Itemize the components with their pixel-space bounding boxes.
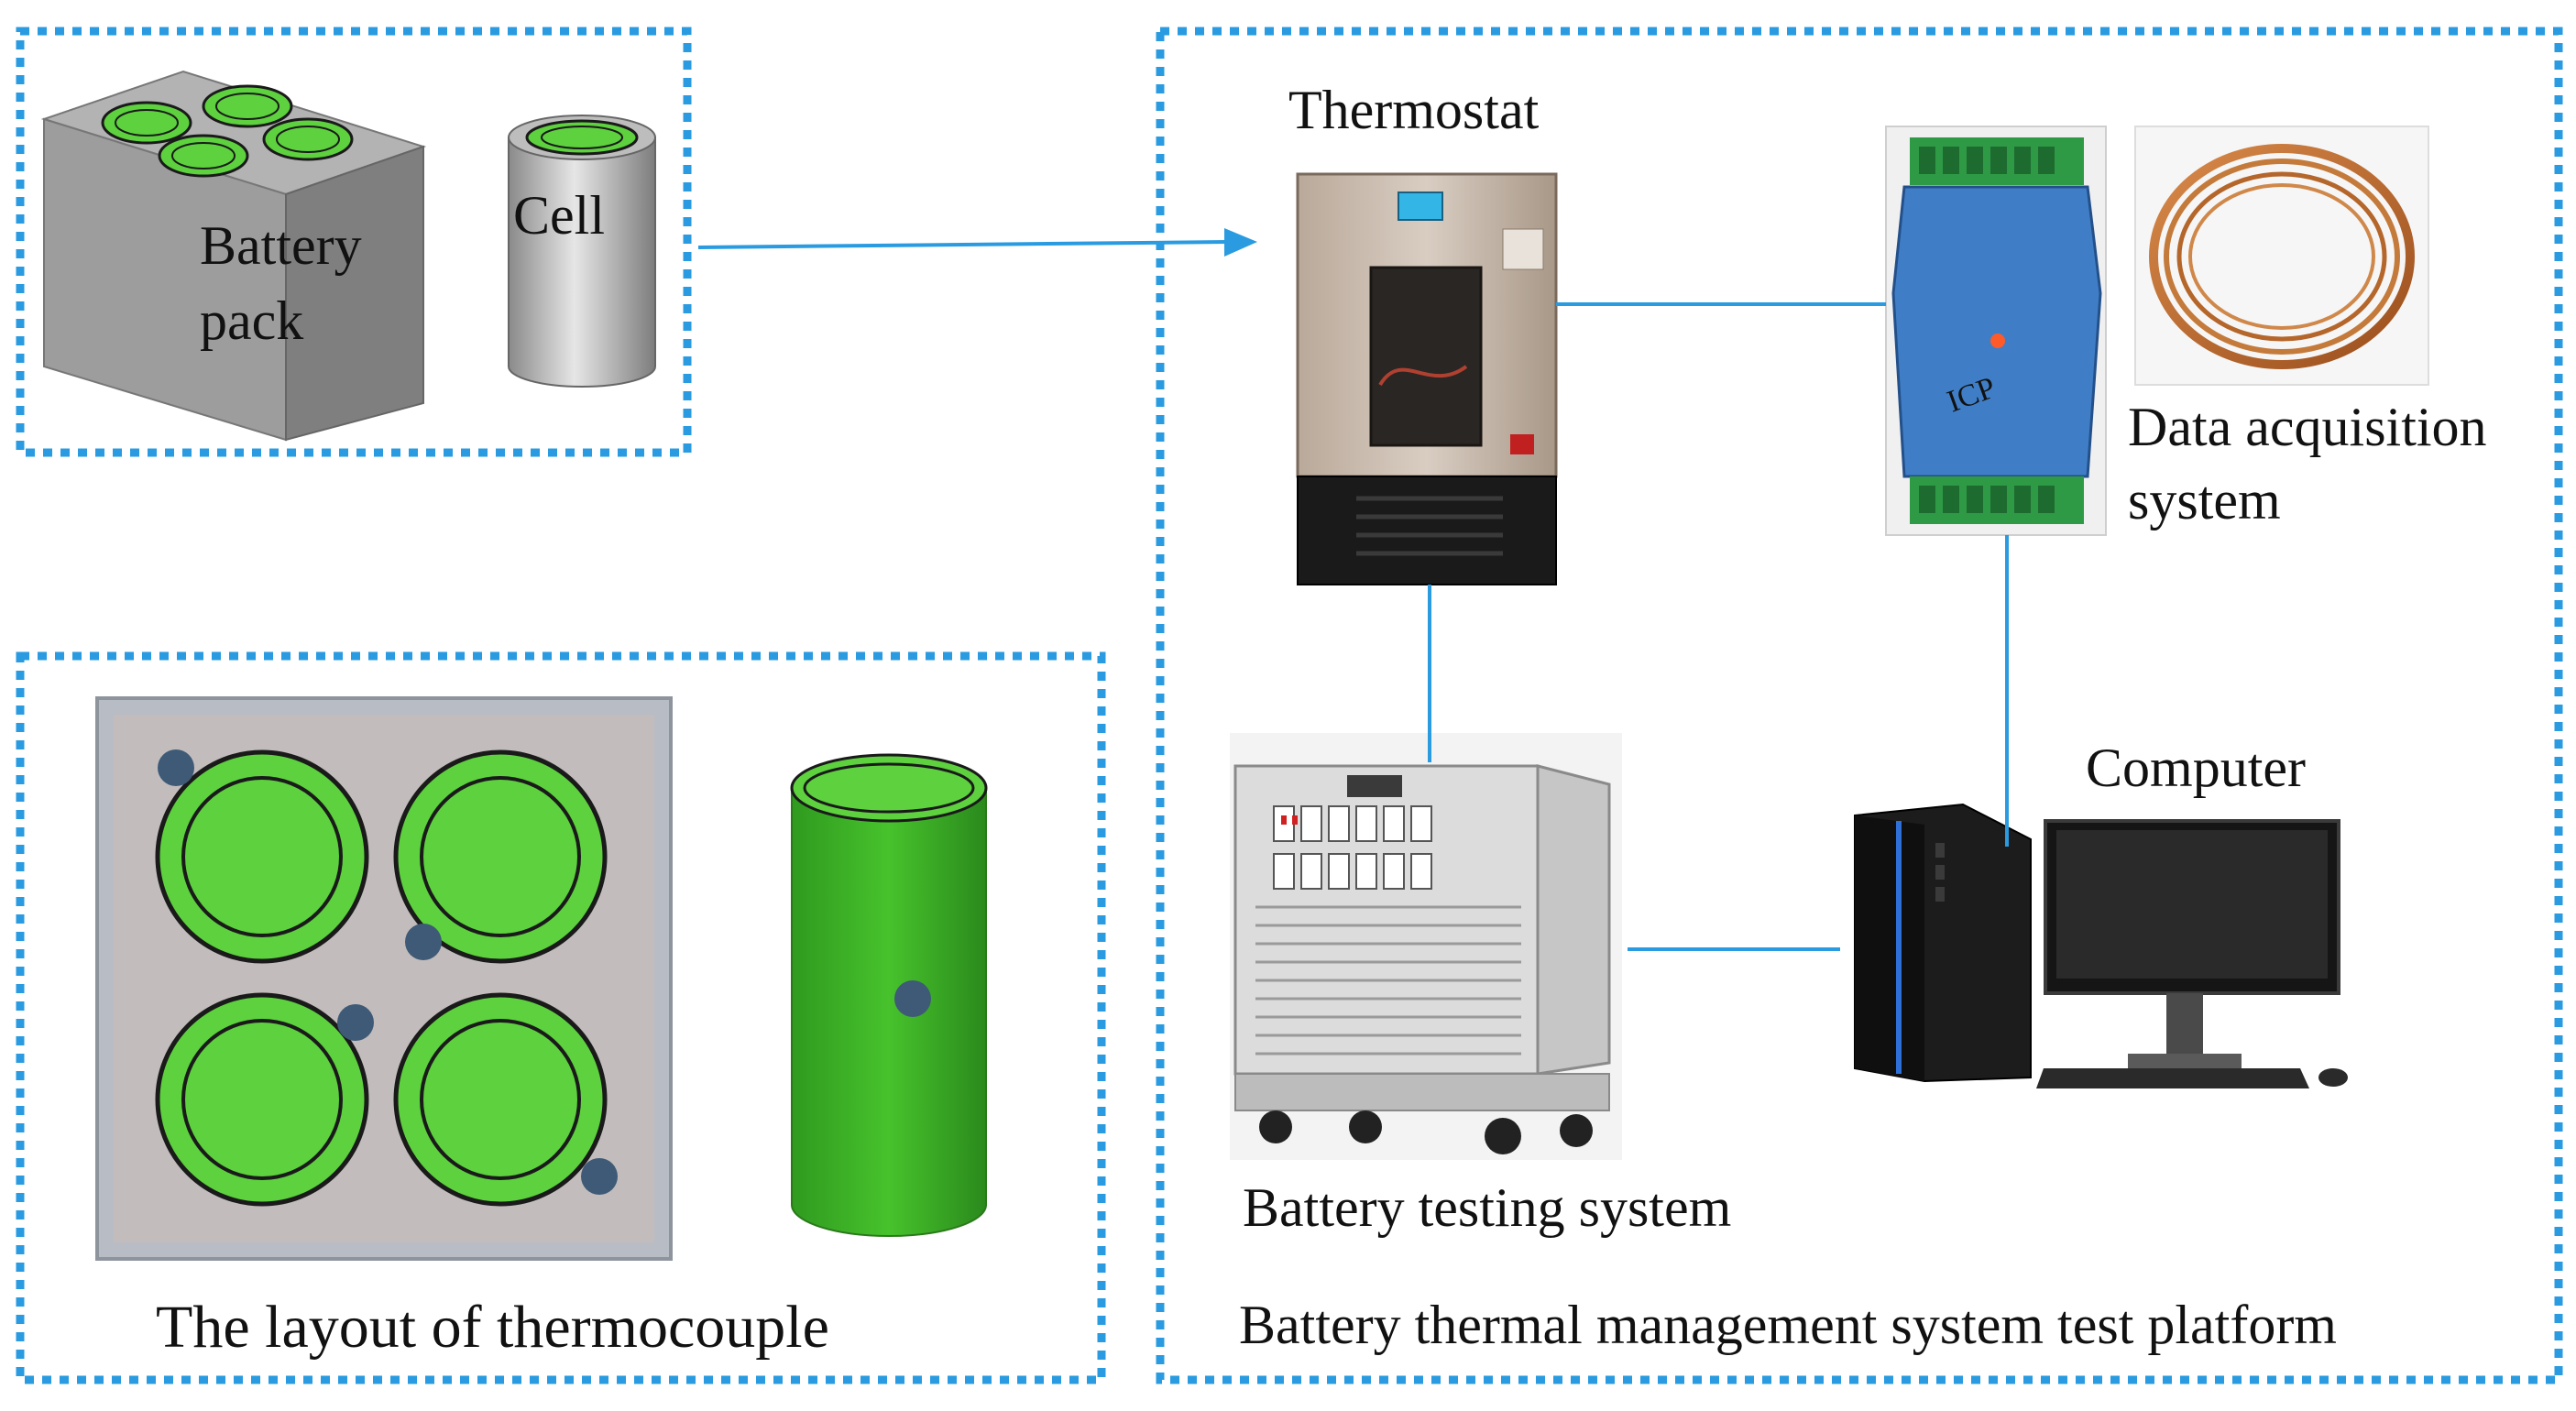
computer-monitor-icon [2044,819,2340,1068]
pack-top-cells [101,84,354,178]
daq-module-icon: ICP [1885,126,2107,536]
battery-tester-icon [1230,733,1622,1160]
computer-label: Computer [2086,738,2306,798]
battery-pack-label-line1: Battery [200,215,362,276]
battery-pack-label-line2: pack [200,290,303,351]
battery-pack-box: Battery pack [40,70,427,442]
frame-thermocouple-layout [16,651,1106,1384]
daq-label-line1: Data acquisition [2128,397,2487,457]
frame-battery-models [16,27,692,457]
thermostat-icon [1296,172,1558,585]
thermocouple-point-side [894,980,931,1017]
frame-test-platform [1156,27,2563,1384]
thermocouple-point-4 [581,1158,618,1195]
cell-label: Cell [513,185,605,246]
topview-cell-3 [155,992,369,1207]
topview-cell-4 [393,992,608,1207]
keyboard-mouse-icon [2036,1068,2348,1088]
thermocouple-point-3 [337,1004,374,1041]
thermocouple-wire-icon [2134,126,2429,386]
thermocouple-topview-pack [95,696,673,1261]
thermocouple-cell-cylinder [790,753,988,1237]
battery-testing-label: Battery testing system [1243,1177,1731,1238]
thermocouple-point-2 [405,924,442,960]
thermocouple-layout-caption: The layout of thermocouple [156,1294,829,1361]
daq-label-line2: system [2128,470,2281,530]
arrow-to-thermostat [697,228,1257,257]
single-cell-cylinder: Cell [508,115,656,388]
computer-tower-icon [1854,803,2032,1083]
platform-caption: Battery thermal management system test p… [1239,1295,2337,1355]
thermocouple-point-1 [158,749,194,786]
topview-cell-1 [155,749,369,964]
thermostat-label: Thermostat [1288,80,1540,140]
topview-cell-2 [393,749,608,964]
